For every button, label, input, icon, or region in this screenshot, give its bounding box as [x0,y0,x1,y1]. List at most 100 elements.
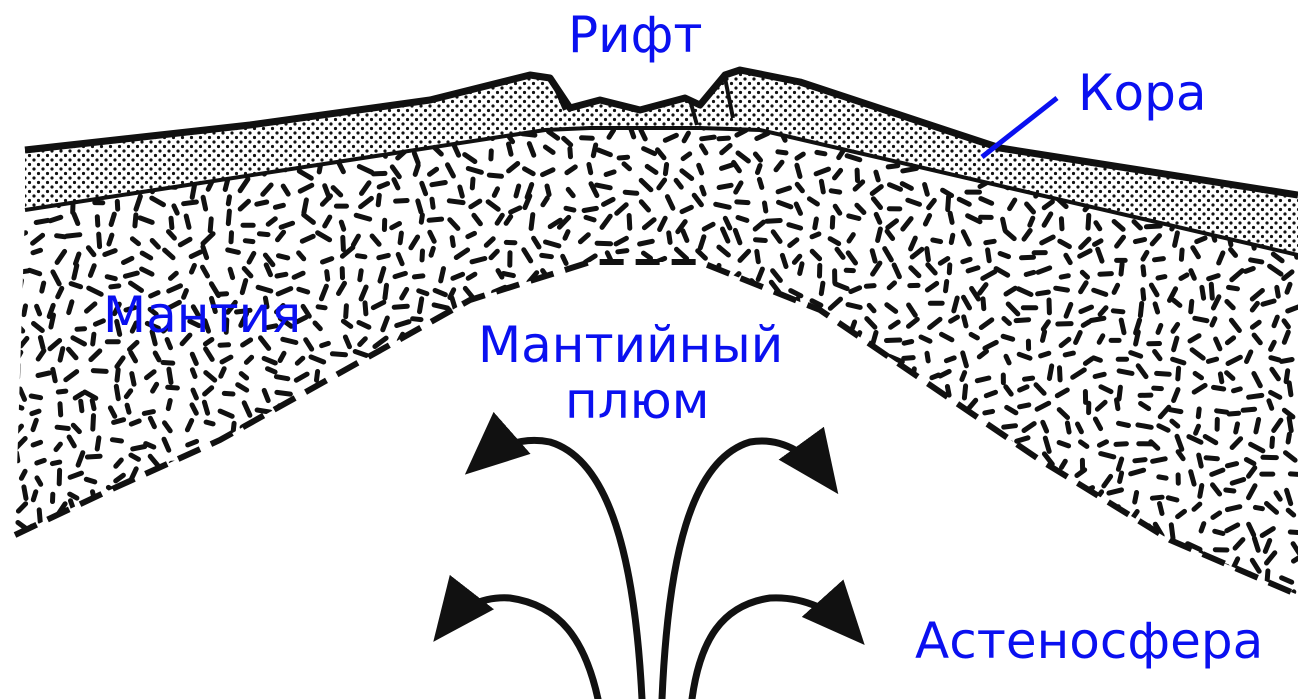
mantle-texture-dash [88,525,96,528]
mantle-texture-dash [894,507,902,509]
mantle-texture-dash [1143,290,1144,299]
mantle-texture-dash [604,199,614,204]
mantle-texture-dash [637,301,648,305]
mantle-texture-dash [831,495,840,501]
mantle-texture-dash [705,578,711,589]
mantle-texture-dash [474,215,481,224]
mantle-texture-dash [1157,543,1164,551]
mantle-texture-dash [95,116,103,118]
mantle-texture-dash [695,437,703,442]
mantle-texture-dash [1101,454,1114,457]
mantle-texture-dash [20,280,22,289]
mantle-texture-dash [625,192,637,193]
mantle-texture-dash [115,555,124,559]
mantle-texture-dash [542,255,552,256]
mantle-texture-dash [1227,525,1238,531]
mantle-texture-dash [855,477,858,486]
mantle-texture-dash [1173,359,1184,363]
mantle-texture-dash [818,318,824,327]
mantle-texture-dash [257,202,267,204]
mantle-texture-dash [359,405,362,412]
mantle-texture-dash [1001,595,1013,601]
mantle-texture-dash [241,442,248,448]
mantle-texture-dash [360,339,366,345]
mantle-texture-dash [422,183,426,193]
mantle-texture-dash [583,305,594,313]
mantle-texture-dash [1189,437,1201,443]
mantle-texture-dash [1254,538,1258,550]
mantle-texture-dash [767,221,780,222]
mantle-texture-dash [1293,544,1298,553]
mantle-texture-dash [228,250,239,253]
mantle-texture-dash [356,215,370,219]
mantle-texture-dash [378,557,379,568]
mantle-texture-dash [1121,320,1124,333]
mantle-texture-dash [702,187,704,194]
mantle-texture-dash [1262,529,1273,536]
mantle-texture-dash [968,473,977,476]
mantle-texture-dash [453,490,459,494]
mantle-texture-dash [283,594,293,603]
mantle-texture-dash [0,322,2,325]
mantle-texture-dash [933,458,941,462]
mantle-texture-dash [266,491,274,497]
mantle-texture-dash [390,383,398,394]
mantle-texture-dash [1030,561,1035,567]
mantle-texture-dash [1231,250,1236,256]
mantle-texture-dash [872,187,881,194]
mantle-texture-dash [1277,287,1279,296]
mantle-texture-dash [564,557,571,566]
mantle-texture-dash [448,165,454,176]
mantle-texture-dash [11,196,19,206]
mantle-texture-dash [574,587,578,597]
mantle-texture-dash [0,473,3,475]
mantle-texture-dash [339,283,345,293]
mantle-texture-dash [33,250,41,252]
mantle-texture-dash [419,417,425,427]
mantle-texture-dash [682,479,693,482]
mantle-texture-dash [1212,470,1223,474]
mantle-texture-dash [418,578,427,580]
mantle-texture-dash [37,306,40,314]
mantle-texture-dash [584,208,596,210]
mantle-texture-dash [525,169,534,174]
mantle-texture-dash [988,487,996,492]
mantle-texture-dash [1043,322,1048,329]
mantle-texture-dash [628,457,635,465]
mantle-texture-dash [970,457,973,466]
mantle-texture-dash [1096,131,1098,140]
mantle-texture-dash [991,500,993,513]
mantle-texture-dash [491,436,498,445]
mantle-texture-dash [1060,241,1070,246]
mantle-texture-dash [1121,264,1122,274]
mantle-texture-dash [364,562,368,571]
mantle-texture-dash [1199,152,1206,163]
mantle-texture-dash [419,291,427,294]
mantle-texture-dash [11,156,19,159]
mantle-texture-dash [887,305,896,312]
mantle-texture-dash [1267,164,1272,169]
mantle-texture-dash [1271,392,1280,397]
mantle-texture-dash [1061,219,1062,229]
mantle-texture-dash [1003,336,1013,339]
mantle-texture-dash [1095,374,1104,376]
mantle-texture-dash [718,301,728,306]
mantle-texture-dash [231,233,232,242]
mantle-texture-dash [722,165,734,169]
mantle-texture-dash [1232,573,1241,579]
mantle-texture-dash [153,488,160,493]
mantle-texture-dash [192,185,194,198]
mantle-texture-dash [753,451,758,460]
mantle-texture-dash [0,527,1,536]
mantle-texture-dash [392,167,399,177]
mantle-texture-dash [510,419,517,426]
mantle-texture-dash [245,241,253,242]
mantle-texture-dash [489,476,495,480]
flow-arrow-upper-left [478,440,642,699]
mantle-texture-dash [33,420,36,429]
mantle-texture-dash [963,259,970,261]
mantle-texture-dash [837,249,843,257]
mantle-texture-dash [907,389,912,401]
mantle-texture-dash [1019,354,1030,358]
mantle-texture-dash [895,438,902,440]
